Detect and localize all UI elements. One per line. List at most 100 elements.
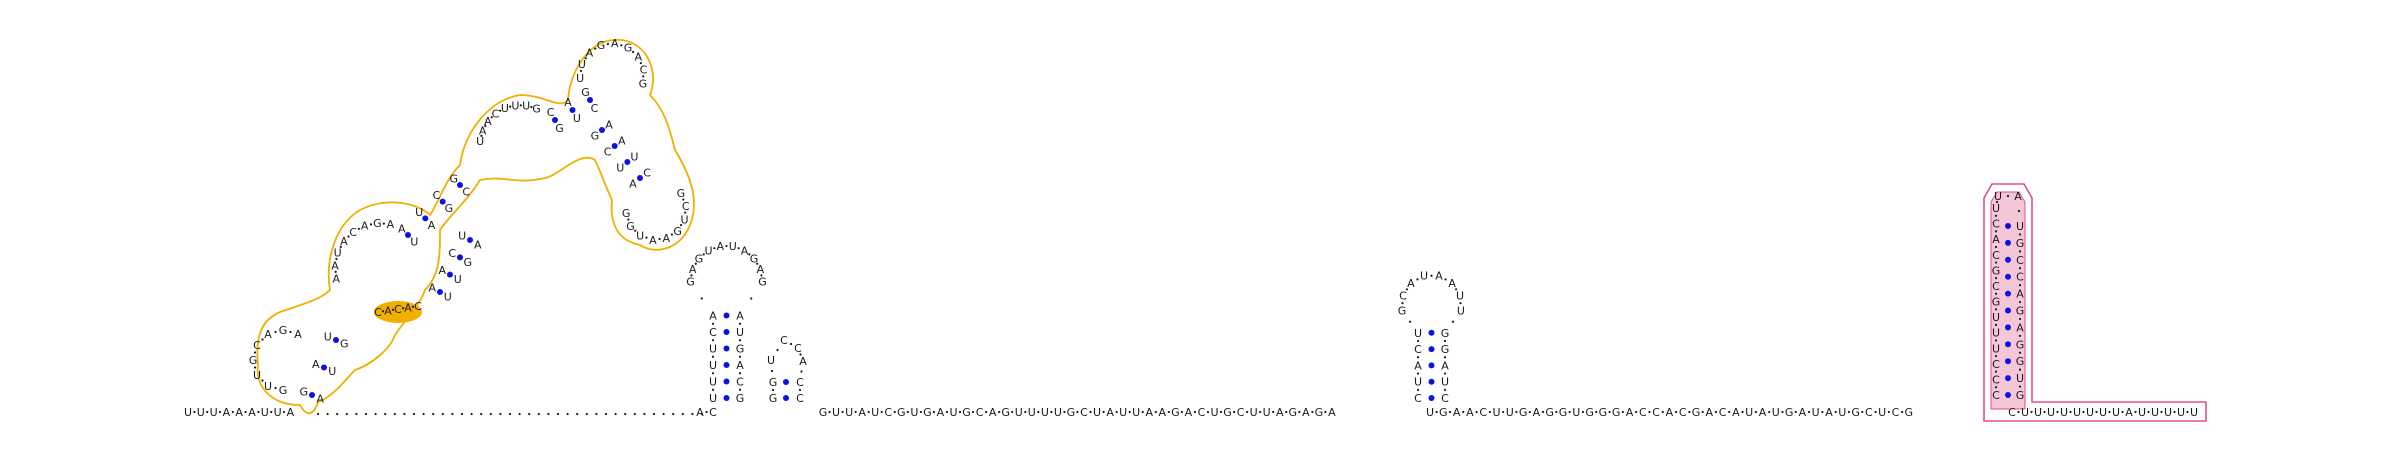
gap-dot [316,412,320,416]
stemloop-a-nt: U [709,392,717,405]
backbone-3prime-nt: U [2060,406,2068,419]
backbone-nt: C [1237,406,1245,419]
hairpin-nt: G [1992,264,2001,277]
backbone-bond [1502,410,1505,414]
backbone-bond [519,104,522,107]
yellow-loop-nt: U [578,58,586,71]
stemloop-c-nt: U [1414,376,1422,389]
yellow-stem-nt: U [410,235,418,248]
stemloop-a-nt: U [736,326,744,339]
stemloop-b-nt: C [796,392,804,405]
yellow-loop-nt: A [294,328,302,341]
backbone-bond [270,410,273,414]
base-pair-dot [2005,223,2011,229]
stemloop-c-nt: U [1457,305,1465,318]
backbone-bond [760,274,763,277]
backbone-bond [690,274,693,277]
stemloop-c-nt: U [1414,327,1422,340]
backbone-bond [193,410,196,414]
gap-dot [662,412,665,416]
base-pair-dot [2005,256,2011,263]
gap-dot [700,412,704,416]
gap-dot [576,412,579,416]
yellow-stem-nt: U [328,365,336,378]
backbone-bond [1994,261,1998,264]
backbone-bond [1451,320,1455,323]
backbone-bond [1416,388,1420,391]
backbone-bond [2173,410,2176,414]
stemloop-b-nt: C [780,334,788,347]
hairpin-nt: C [2016,254,2024,267]
backbone-nt: C [884,406,892,419]
hairpin-nt: C [1992,373,2000,386]
hairpin-nt: G [2016,389,2025,402]
hairpin-nt: C [1992,389,2000,402]
stemloop-a-nt: A [736,359,744,372]
backbone-bond [2018,385,2022,388]
backbone-bond [738,339,742,342]
highlight-nt: A [404,302,412,315]
yellow-stem-nt: A [564,96,572,109]
backbone-bond [253,366,257,369]
backbone-bond [1768,410,1771,414]
backbone-bond [1167,410,1170,414]
backbone-bond [639,61,642,65]
backbone-nt: G [1519,406,1528,419]
yellow-loop-nt: U [334,247,342,260]
backbone-3prime-nt: U [2047,406,2055,419]
hairpin-nt: A [2016,321,2024,334]
backbone-bond [2134,410,2137,414]
backbone-3prime-nt: U [2073,406,2081,419]
backbone-bond [1443,356,1447,359]
yellow-stem-nt: U [630,150,638,163]
backbone-bond [1011,410,1014,414]
backbone-bond [1272,410,1275,414]
backbone-nt: U [1015,406,1023,419]
base-pair-dot [467,237,473,243]
stemloop-c-nt: C [1414,343,1422,356]
backbone-bond [798,388,802,392]
base-pair-dot [1428,395,1435,401]
backbone-bond [274,330,277,334]
backbone-bond [658,237,661,241]
backbone-bond [670,233,674,236]
backbone-nt: C [1652,406,1660,419]
yellow-stem-nt: A [398,223,406,236]
backbone-bond [1994,230,1998,233]
backbone-bond [1794,410,1797,414]
backbone-nt: U [1132,406,1140,419]
backbone-nt: U [1772,406,1780,419]
stemloop-b-nt: C [796,376,804,389]
backbone-bond [642,75,645,78]
backbone-nt: G [1067,406,1076,419]
gap-dot [643,412,646,416]
backbone-nt: U [1028,406,1036,419]
backbone-bond [1416,278,1419,281]
yellow-stem-nt: G [464,256,473,269]
yellow-stem-nt: C [462,185,470,198]
backbone-bond [756,262,759,265]
backbone-nt: C [1892,406,1900,419]
stemloop-c-nt: G [1441,343,1450,356]
backbone-3prime-nt: U [2138,406,2146,419]
base-pair-dot [422,215,429,222]
hairpin-nt: U [1994,190,2002,203]
backbone-bond [1994,386,1998,389]
backbone-nt: A [1466,406,1474,419]
hairpin-nt: C [2016,271,2024,284]
backbone-bond [289,330,292,334]
backbone-nt: G [1289,406,1298,419]
stemloop-b-nt: G [769,376,778,389]
base-pair-dot [723,395,730,401]
backbone-nt: U [1250,406,1258,419]
yellow-loop-nt: U [522,99,530,112]
backbone-nt: C [976,406,984,419]
hairpin-nt: U [1992,202,2000,215]
yellow-stem-nt: U [454,273,462,286]
backbone-bond [1416,372,1420,375]
gap-dot [432,412,435,416]
gap-dot [384,412,387,416]
yellow-loop-nt: G [639,77,648,90]
domain-outline-layer [256,39,2207,422]
base-pair-dot [405,232,411,238]
